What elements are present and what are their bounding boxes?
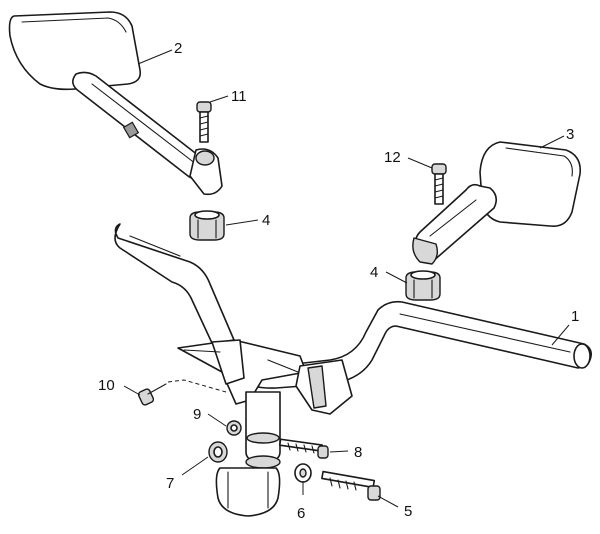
nut-9 <box>226 420 242 436</box>
callout-4-right: 4 <box>370 264 378 281</box>
callout-6: 6 <box>297 505 305 522</box>
washer-6 <box>294 463 312 483</box>
callout-12: 12 <box>384 149 401 166</box>
left-mirror <box>8 11 223 196</box>
mirror-adapter-right <box>405 270 441 301</box>
screw-8 <box>278 438 329 459</box>
callout-8: 8 <box>354 444 362 461</box>
nut-7 <box>208 441 228 463</box>
callout-4-left: 4 <box>262 212 270 229</box>
handlebar <box>114 223 592 389</box>
callout-2: 2 <box>174 40 182 57</box>
handlebar-clamp <box>177 339 353 415</box>
screw-11 <box>196 101 212 143</box>
leader-lines <box>123 49 570 508</box>
callout-9: 9 <box>193 406 201 423</box>
mirror-adapter-left <box>189 210 225 241</box>
callout-11: 11 <box>231 88 247 105</box>
screw-12 <box>431 163 447 205</box>
callout-5: 5 <box>404 503 412 520</box>
callouts: 1 2 3 4 4 5 6 7 8 9 10 11 12 <box>98 40 579 522</box>
stem-tube <box>215 391 281 517</box>
right-mirror <box>412 141 582 265</box>
callout-3: 3 <box>566 126 574 143</box>
screw-5 <box>321 470 381 501</box>
callout-1: 1 <box>571 308 579 325</box>
screw-10 <box>137 379 227 406</box>
callout-10: 10 <box>98 377 115 394</box>
callout-7: 7 <box>166 475 174 492</box>
